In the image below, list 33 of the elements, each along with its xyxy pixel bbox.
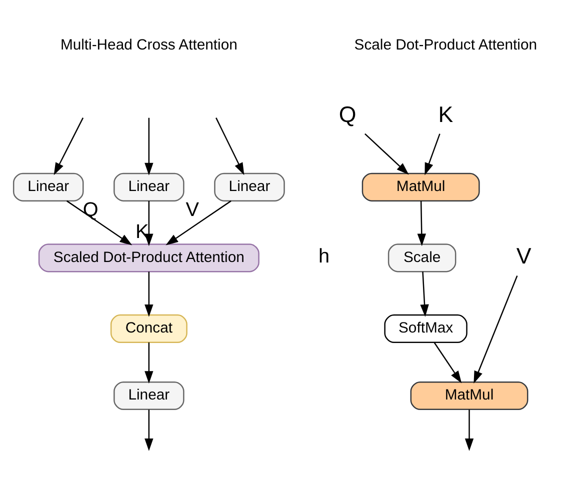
node-text: K bbox=[438, 102, 454, 127]
arrow bbox=[424, 134, 440, 176]
node-box: SoftMax bbox=[384, 314, 468, 343]
arrow bbox=[464, 410, 474, 451]
arrow bbox=[144, 342, 154, 384]
node-text: Q bbox=[338, 102, 356, 127]
node-box: Linear bbox=[214, 172, 285, 202]
arrow bbox=[54, 118, 84, 176]
arrow bbox=[417, 200, 426, 246]
arrow bbox=[364, 133, 409, 175]
arrow bbox=[216, 118, 244, 176]
arrow bbox=[434, 342, 462, 384]
node-box: Linear bbox=[114, 381, 184, 410]
node-box: Scaled Dot-Product Attention bbox=[38, 244, 260, 272]
node-box: Linear bbox=[114, 172, 184, 202]
arrow bbox=[66, 200, 132, 246]
node-box: MatMul bbox=[410, 381, 528, 410]
arrow bbox=[144, 272, 154, 317]
arrow bbox=[420, 272, 429, 317]
label: Multi-Head Cross Attention bbox=[60, 37, 238, 54]
node-box: Linear bbox=[12, 172, 84, 202]
edge-label: V bbox=[186, 199, 200, 222]
label: Scale Dot-Product Attention bbox=[354, 37, 538, 54]
node-box: Concat bbox=[110, 314, 188, 343]
arrow bbox=[474, 276, 518, 384]
arrow bbox=[144, 200, 154, 246]
label: h bbox=[318, 246, 330, 268]
node-box: Scale bbox=[388, 244, 456, 272]
arrow bbox=[166, 200, 232, 246]
arrow bbox=[144, 410, 154, 451]
node-box: MatMul bbox=[362, 172, 480, 202]
node-text: V bbox=[516, 243, 532, 268]
arrow bbox=[144, 118, 154, 176]
